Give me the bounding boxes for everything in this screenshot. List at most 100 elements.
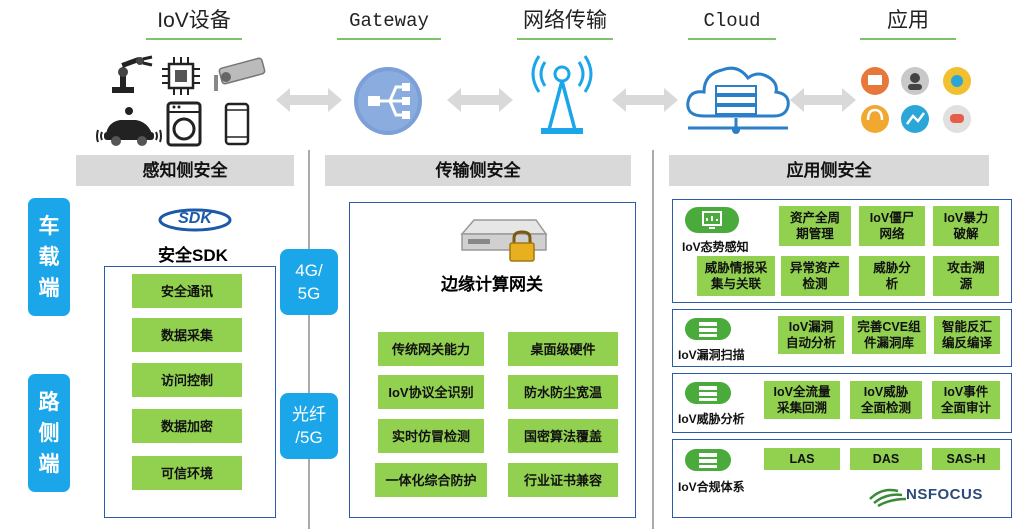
sdk-item: 访问控制 [132, 363, 242, 397]
washing-machine-icon [166, 101, 202, 147]
panel-item: IoV漏洞自动分析 [778, 316, 844, 354]
server-lock-icon [460, 219, 548, 262]
panel-item: 威胁情报采集与关联 [697, 256, 775, 296]
panel-label: IoV合规体系 [678, 480, 745, 494]
server-stack-icon [685, 382, 731, 404]
panel-item: LAS [764, 448, 840, 470]
panel-item-line: 检测 [802, 277, 828, 291]
double-arrow-icon [612, 88, 678, 112]
panel-item-line: 完善CVE组 [857, 320, 921, 334]
panel-label: IoV态势感知 [682, 240, 749, 254]
panel-item: IoV僵尸网络 [859, 206, 925, 246]
panel-item: IoV暴力破解 [933, 206, 999, 246]
side-label-char: 路 [38, 390, 60, 414]
double-arrow-icon [447, 88, 513, 112]
gateway-feature: 实时仿冒检测 [378, 419, 484, 453]
panel-item-line: 威胁分 [873, 261, 911, 275]
gateway-hub-icon [354, 67, 422, 135]
side-label-vehicle: 车 载 端 [28, 198, 70, 316]
gateway-feature: 传统网关能力 [378, 332, 484, 366]
section-transmission-security: 传输侧安全 [325, 155, 631, 186]
sdk-item: 数据加密 [132, 409, 242, 443]
server-stack-icon [685, 318, 731, 340]
panel-item-line: 破解 [953, 227, 979, 241]
gateway-feature: 防水防尘宽温 [508, 375, 618, 409]
panel-item: 完善CVE组件漏洞库 [852, 316, 926, 354]
column-title-network: 网络传输 [517, 6, 613, 40]
panel-item-line: 网络 [879, 227, 905, 241]
side-label-char: 车 [38, 214, 60, 238]
column-title-iov-devices: IoV设备 [146, 6, 242, 40]
panel-item: IoV全流量采集回溯 [764, 381, 840, 419]
network-badge-line: /5G [295, 428, 323, 447]
panel-item-line: 析 [885, 277, 899, 291]
sdk-logo: SDK [158, 207, 232, 233]
divider [652, 150, 654, 529]
panel-item: 智能反汇编反编译 [934, 316, 1000, 354]
gateway-feature: 国密算法覆盖 [508, 419, 618, 453]
panel-item-line: 自动分析 [785, 336, 836, 350]
panel-item: 攻击溯源 [933, 256, 999, 296]
sdk-logo-text: SDK [178, 210, 212, 227]
panel-item: DAS [850, 448, 922, 470]
side-label-char: 载 [38, 245, 60, 269]
network-badge-line: 5G [297, 284, 321, 303]
sdk-item: 安全通讯 [132, 274, 242, 308]
network-badge-4g5g: 4G/ 5G [280, 249, 338, 315]
panel-item-line: 全面审计 [940, 401, 991, 415]
server-stack-icon [685, 449, 731, 471]
side-label-char: 端 [38, 452, 60, 476]
side-label-char: 端 [38, 276, 60, 300]
app-icon-presentation [861, 67, 889, 95]
column-title-application: 应用 [860, 6, 956, 40]
nsfocus-logo: NSFOCUS [868, 484, 1006, 508]
gateway-feature: 行业证书兼容 [508, 463, 618, 497]
divider [308, 150, 310, 529]
camera-icon [214, 57, 266, 91]
car-icon [96, 107, 162, 146]
section-perception-security: 感知侧安全 [76, 155, 294, 186]
panel-item-line: 攻击溯 [947, 261, 985, 275]
panel-item-line: 采集回溯 [776, 401, 827, 415]
panel-item-line: 异常资产 [789, 261, 840, 275]
chip-icon [162, 57, 200, 95]
panel-item-line: 源 [959, 277, 973, 291]
panel-item: 异常资产检测 [781, 256, 849, 296]
panel-item: IoV威胁全面检测 [850, 381, 922, 419]
panel-item-line: IoV暴力 [943, 211, 989, 225]
nsfocus-logo-text: NSFOCUS [906, 486, 983, 503]
section-application-security: 应用侧安全 [669, 155, 989, 186]
panel-item-line: 期管理 [796, 227, 834, 241]
app-icon-support [861, 105, 889, 133]
robot-arm-icon [112, 55, 153, 93]
edge-gateway-title: 边缘计算网关 [441, 275, 543, 294]
panel-item-line: IoV威胁 [863, 385, 909, 399]
network-badge-line: 光纤 [292, 405, 326, 424]
panel-item-line: 威胁情报采 [704, 261, 768, 275]
panel-item-line: 智能反汇 [941, 320, 992, 334]
gateway-feature: 桌面级硬件 [508, 332, 618, 366]
app-icon-settings [943, 67, 971, 95]
column-title-cloud: Cloud [688, 6, 776, 40]
panel-item: 威胁分析 [859, 256, 925, 296]
network-badge-line: 4G/ [295, 261, 323, 280]
side-label-char: 侧 [38, 421, 60, 445]
column-title-gateway: Gateway [337, 6, 441, 40]
sdk-title: 安全SDK [158, 246, 228, 265]
panel-item-line: 资产全周 [789, 211, 840, 225]
panel-label: IoV漏洞扫描 [678, 348, 745, 362]
panel-label: IoV威胁分析 [678, 412, 745, 426]
panel-item-line: 编反编译 [941, 336, 992, 350]
antenna-tower-icon [531, 55, 593, 134]
panel-item-line: 集与关联 [710, 277, 761, 291]
app-icon-analytics [901, 105, 929, 133]
gateway-feature: 一体化综合防护 [375, 463, 487, 497]
network-badge-fiber5g: 光纤 /5G [280, 393, 338, 459]
panel-item-line: IoV全流量 [773, 385, 831, 399]
panel-item-line: IoV事件 [943, 385, 989, 399]
sdk-item: 可信环境 [132, 456, 242, 490]
panel-item: SAS-H [932, 448, 1000, 470]
gateway-feature: IoV协议全识别 [378, 375, 484, 409]
panel-item-line: IoV僵尸 [869, 211, 915, 225]
panel-item-line: IoV漏洞 [788, 320, 834, 334]
